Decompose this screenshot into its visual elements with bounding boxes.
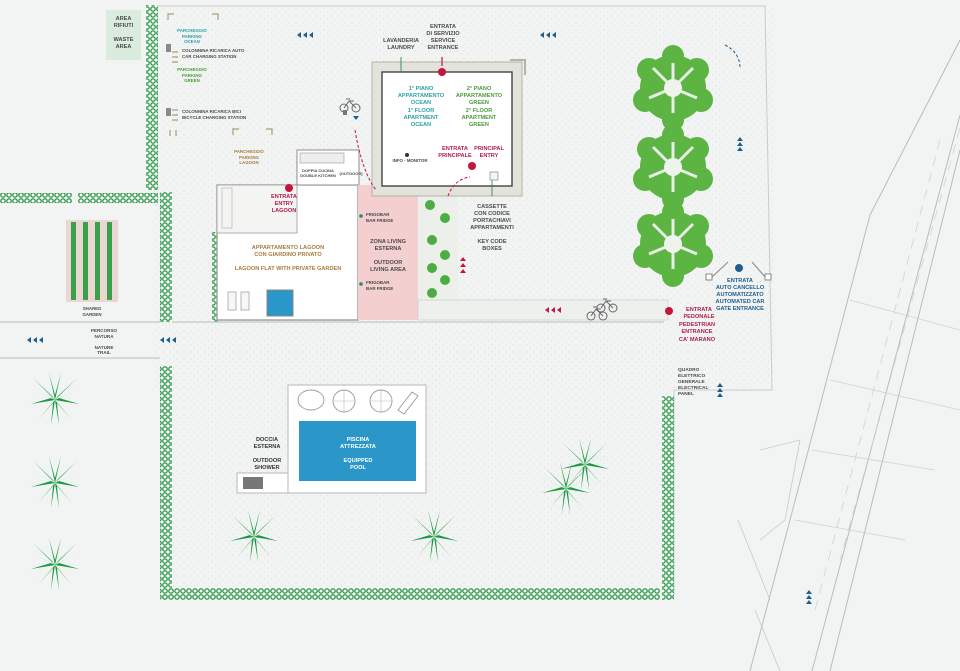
double-kitchen	[296, 149, 360, 186]
shared-garden	[66, 220, 118, 302]
info-monitor-dot	[405, 153, 409, 157]
info-monitor-label: INFO - MONITOR	[392, 158, 428, 163]
shared-garden-label: SHARED GARDEN	[82, 306, 102, 317]
double-kitchen-label: DOPPIA CUCINA DOUBLE KITCHEN	[300, 168, 336, 178]
parking-markers	[167, 13, 273, 136]
main-entrance-marker	[468, 162, 476, 170]
pedestrian-entrance-en-label: PEDESTRIAN ENTRANCE	[678, 322, 716, 335]
second-floor-green-label: 2° PIANO APPARTAMENTO GREEN	[455, 86, 503, 106]
swimming-pool	[299, 421, 416, 481]
main-entrance-en-label: PRINCIPAL ENTRY	[474, 146, 504, 159]
parking-ocean-label: PARCHEGGIO PARKING OCEAN	[177, 28, 207, 44]
first-floor-ocean-en-label: 1° FLOOR APARTMENT OCEAN	[403, 108, 439, 128]
nature-trail	[0, 321, 664, 359]
palm-icon	[30, 456, 80, 508]
palm-icon	[30, 538, 80, 590]
second-floor-green-en-label: 2° FLOOR APARTMENT GREEN	[461, 108, 497, 128]
hedges	[0, 5, 674, 600]
parking-lagoon-label: PARCHEGGIO PARKING LAGOON	[234, 149, 264, 165]
lagoon-flat-label: APPARTAMENTO LAGOON CON GIARDINO PRIVATO…	[234, 245, 342, 272]
laundry-label: LAVANDERIA LAUNDRY	[383, 38, 419, 51]
main-building	[371, 59, 526, 197]
outdoor-kitchen-label: (OUTDOOR)	[339, 171, 363, 176]
bar-fridge-1-label: FRIGOBAR BAR FRIDGE	[366, 212, 394, 223]
entry-markers	[285, 68, 743, 315]
key-boxes-label: CASSETTE CON CODICE PORTACHIAVI APPARTAM…	[470, 204, 514, 252]
car-gate-marker	[735, 264, 743, 272]
ca-marano-label: CA' MARANO	[678, 337, 716, 343]
pool-label: PISCINA ATTREZZATA EQUIPPED POOL	[340, 437, 376, 471]
route-arrows	[354, 129, 471, 197]
pedestrian-entrance-marker	[665, 307, 673, 315]
living-area-label: ZONA LIVING ESTERNA OUTDOOR LIVING AREA	[370, 239, 406, 273]
bar-fridge-2-label: FRIGOBAR BAR FRIDGE	[366, 280, 394, 291]
service-entrance-label: ENTRATA DI SERVIZIO SERVICE ENTRANCE	[426, 24, 460, 51]
service-entrance-marker	[438, 68, 446, 76]
parking-green-label: PARCHEGGIO PARKING GREEN	[177, 67, 207, 83]
car-charging-label: COLONNINA RICARICA AUTO CAR CHARGING STA…	[182, 48, 245, 59]
pedestrian-path	[417, 299, 669, 321]
waste-area-label: AREA RIFIUTI WASTE AREA	[113, 16, 134, 50]
road	[737, 39, 960, 671]
electrical-panel-label: QUADRO ELETTRICO GENERALE ELECTRICAL PAN…	[678, 368, 709, 397]
palm-icon	[30, 373, 80, 425]
small-plants	[425, 200, 450, 298]
entry-lagoon-label: ENTRATA ENTRY LAGOON	[271, 194, 297, 214]
nature-trail-label: PERCORSO NATURA NATURE TRAIL	[90, 328, 118, 355]
key-box-icon	[489, 171, 499, 181]
first-floor-ocean-label: 1° PIANO APPARTAMENTO OCEAN	[397, 86, 445, 106]
car-charger-icon	[166, 44, 171, 52]
pool-area	[236, 384, 427, 494]
car-gate-label: ENTRATA AUTO CANCELLO AUTOMATIZZATO AUTO…	[715, 278, 765, 312]
pedestrian-entrance-it-label: ENTRATA PEDONALE	[683, 307, 715, 320]
shower-icon	[243, 477, 263, 489]
courtyard-path	[418, 195, 458, 305]
bike-charger-icon	[166, 108, 171, 116]
main-entrance-it-label: ENTRATA PRINCIPALE	[438, 146, 472, 159]
car-route-arrow	[724, 44, 741, 69]
lagoon-entrance-marker	[285, 184, 293, 192]
waste-area	[106, 10, 141, 60]
car-gate	[705, 261, 772, 281]
outdoor-living-area	[358, 185, 418, 320]
charging-post-icon	[343, 110, 347, 115]
outdoor-shower-label: DOCCIA ESTERNA OUTDOOR SHOWER	[252, 437, 282, 471]
bicycle-charging-label: COLONNINA RICARICA BICI BICYCLE CHARGING…	[182, 109, 247, 120]
